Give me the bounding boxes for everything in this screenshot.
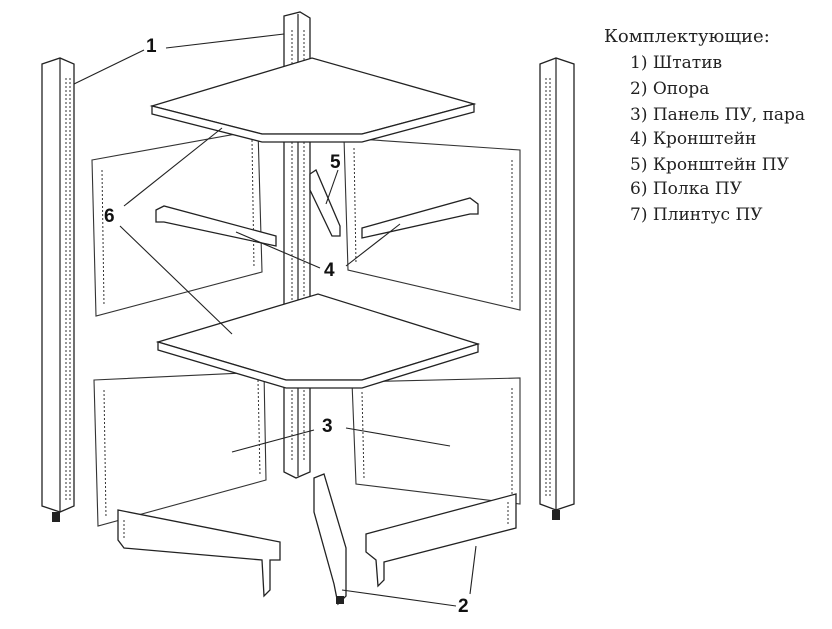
callout-1: 1 (146, 36, 157, 57)
left-foot (52, 512, 60, 522)
leader-lines (73, 33, 477, 607)
legend-item-6: 6) Полка ПУ (630, 179, 743, 199)
callout-2: 2 (458, 596, 469, 617)
right-foot (552, 510, 560, 520)
legend: Комплектующие: 1) Штатив 2) Опора 3) Пан… (604, 26, 805, 225)
legend-item-7: 7) Плинтус ПУ (630, 205, 763, 225)
legend-item-5: 5) Кронштейн ПУ (630, 155, 790, 175)
lower-right-panel (351, 377, 521, 505)
upper-right-panel (343, 137, 521, 311)
upper-shelf (149, 57, 477, 143)
callout-6: 6 (104, 206, 115, 227)
callout-5: 5 (330, 152, 341, 173)
right-bracket (361, 197, 479, 239)
legend-item-1: 1) Штатив (630, 53, 722, 73)
right-upright (539, 57, 575, 520)
lower-shelf (155, 293, 481, 389)
legend-item-2: 2) Опора (630, 79, 709, 99)
legend-item-4: 4) Кронштейн (630, 129, 756, 149)
left-plinth (117, 509, 281, 598)
callout-4: 4 (324, 260, 335, 281)
shelf-bracket (309, 169, 341, 237)
callout-3: 3 (322, 416, 333, 437)
support-leg (313, 473, 347, 606)
lower-left-panel (93, 371, 267, 527)
legend-title: Комплектующие: (604, 26, 770, 47)
legend-item-3: 3) Панель ПУ, пара (630, 105, 805, 125)
right-plinth (365, 493, 517, 588)
left-upright (41, 57, 75, 522)
